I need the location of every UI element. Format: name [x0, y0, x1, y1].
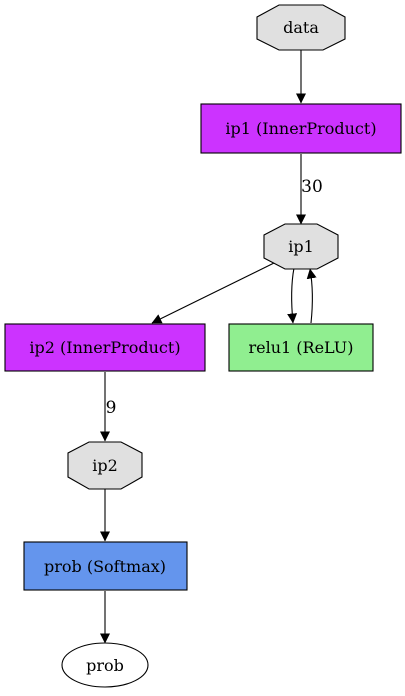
node-ip2-blob: ip2 [67, 441, 143, 490]
edge-ip1-blob-to-ip2-layer [151, 262, 275, 324]
edge-relu1-to-ip1-blob [306, 268, 317, 324]
node-relu1-layer: relu1 (ReLU) [228, 323, 374, 372]
node-label-prob-output: prob [86, 656, 124, 675]
node-ip1-layer: ip1 (InnerProduct) [200, 103, 402, 154]
edge-label-30: 30 [301, 177, 323, 197]
node-label-relu1: relu1 (ReLU) [248, 338, 353, 357]
edge-label-9: 9 [106, 398, 117, 418]
node-ip1-blob: ip1 [263, 223, 339, 270]
node-ip2-layer: ip2 (InnerProduct) [4, 323, 206, 372]
node-label-ip1-blob: ip1 [288, 237, 314, 256]
prob-output-ellipse [61, 642, 149, 688]
ip2-blob-octagon [67, 441, 143, 490]
ip1-layer-box [200, 103, 402, 154]
edge-ip2-layer-to-ip2-blob: 9 [100, 372, 117, 442]
relu1-layer-box [228, 323, 374, 372]
node-label-ip2-blob: ip2 [92, 456, 118, 475]
node-label-prob-layer: prob (Softmax) [44, 557, 166, 576]
node-label-data: data [283, 18, 319, 37]
ip2-layer-box [4, 323, 206, 372]
ip1-blob-octagon [263, 223, 339, 270]
node-label-ip1-layer: ip1 (InnerProduct) [225, 119, 376, 138]
edge-ip1-blob-to-relu1 [287, 267, 298, 324]
edge-ip1-layer-to-ip1-blob: 30 [296, 154, 323, 225]
data-blob-octagon [256, 4, 346, 51]
node-label-ip2-layer: ip2 (InnerProduct) [29, 338, 180, 357]
node-prob-layer: prob (Softmax) [23, 541, 188, 591]
edges: 30 9 [100, 50, 323, 644]
node-prob-output: prob [61, 642, 149, 688]
node-data-blob: data [256, 4, 346, 51]
prob-layer-box [23, 541, 188, 591]
nodes: data ip1 (InnerProduct) ip1 ip2 (InnerPr… [4, 4, 402, 688]
